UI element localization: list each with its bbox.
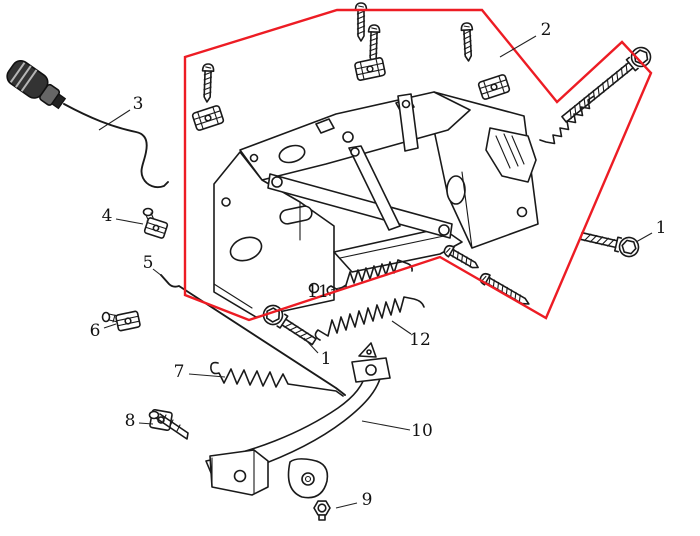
extension-spring-12 <box>314 296 425 341</box>
clamp-screw-head <box>101 311 111 323</box>
back-plate-slot <box>446 175 466 205</box>
front-plate-opening <box>229 236 263 262</box>
fold-line <box>339 235 445 259</box>
callout-number-4: 4 <box>102 206 113 226</box>
knob-ridges <box>9 62 38 92</box>
stud-screw <box>477 270 533 310</box>
leader-line-11 <box>330 285 348 291</box>
anchor-hatching <box>495 133 525 169</box>
leader-line-1 <box>635 232 653 243</box>
flange-bolt-1-right <box>578 225 642 260</box>
leader-line-10 <box>361 420 411 431</box>
leader-line-5 <box>152 268 163 277</box>
leader-line-9 <box>335 502 358 509</box>
callout-number-8: 8 <box>125 411 136 431</box>
bracket-link-arm <box>348 145 401 231</box>
pivot-hole <box>301 472 315 486</box>
fold-line <box>461 171 473 249</box>
top-deck-hole <box>342 131 354 143</box>
callout-number-6: 6 <box>90 321 101 341</box>
cable-clamp-6 <box>101 310 141 332</box>
choke-knob <box>6 60 67 110</box>
cable-clamp-4 <box>142 207 169 239</box>
callouts-layer: 2 3 1 4 5 6 11 12 1 7 8 10 9 <box>90 20 667 510</box>
bracket-hole <box>233 469 247 483</box>
clamp-screw-head <box>142 207 154 217</box>
leader-line-12 <box>391 320 412 335</box>
pivot-hole-inner <box>304 475 312 483</box>
callout-number-7: 7 <box>174 362 185 382</box>
leader-line-7 <box>188 373 226 378</box>
bracket-front-plate <box>213 151 335 318</box>
bracket-vertical-link <box>397 93 419 152</box>
nut-bore <box>317 503 327 513</box>
leader-line-6 <box>103 323 117 329</box>
front-plate-hole <box>221 197 231 207</box>
knob-collar <box>51 93 67 110</box>
choke-cable <box>6 60 169 189</box>
callout-number-11: 11 <box>307 282 329 302</box>
control-rod <box>160 274 346 396</box>
cable-clamp-slider <box>191 104 225 132</box>
front-plate-hole <box>308 282 320 294</box>
return-spring-7 <box>210 361 344 397</box>
leader-line-3 <box>98 109 131 131</box>
leader-line-2 <box>499 35 537 58</box>
callout-number-10: 10 <box>411 421 433 441</box>
callout-number-1: 1 <box>321 349 332 369</box>
callout-number-12: 12 <box>409 330 431 350</box>
leader-line-8 <box>138 422 154 425</box>
cable-wire <box>63 103 169 189</box>
top-deck-hole <box>249 153 259 163</box>
leader-line-1 <box>303 337 319 354</box>
leader-line-4 <box>115 218 144 225</box>
highlight-outline <box>183 8 653 322</box>
clamp-hole <box>152 224 160 232</box>
front-plate-slot <box>279 205 313 225</box>
fold-line <box>213 201 301 309</box>
clamp-hole <box>124 317 132 325</box>
mounting-screw <box>354 2 368 42</box>
cable-clamp-slider <box>477 73 511 101</box>
screw-threads <box>162 414 181 432</box>
back-plate-hole <box>516 206 528 218</box>
fold-line <box>211 449 255 494</box>
link-arm-hole <box>350 147 360 157</box>
flange-nut-9 <box>313 500 331 521</box>
lever-pivot-hole <box>438 224 450 236</box>
callout-number-1: 1 <box>656 218 667 238</box>
callout-number-3: 3 <box>133 94 144 114</box>
stud-screw <box>441 242 482 274</box>
cable-clamp-slider <box>353 56 387 82</box>
lever-pivot-hole <box>271 176 283 188</box>
tab-hole <box>365 364 377 376</box>
clamp-screw-8 <box>148 408 189 440</box>
small-coil-spring <box>539 95 595 145</box>
mounting-screw <box>200 63 215 103</box>
brake-lever-10 <box>205 342 391 499</box>
mounting-screw <box>460 21 475 63</box>
screw-head <box>148 410 160 420</box>
top-deck-slot <box>278 144 306 164</box>
link-hole <box>401 99 411 109</box>
flag-hole <box>366 349 372 355</box>
main-bracket-assembly <box>213 91 539 318</box>
top-deck-tab <box>315 118 335 134</box>
callout-number-5: 5 <box>143 253 154 273</box>
callout-number-2: 2 <box>541 20 552 40</box>
callout-number-9: 9 <box>362 490 373 510</box>
